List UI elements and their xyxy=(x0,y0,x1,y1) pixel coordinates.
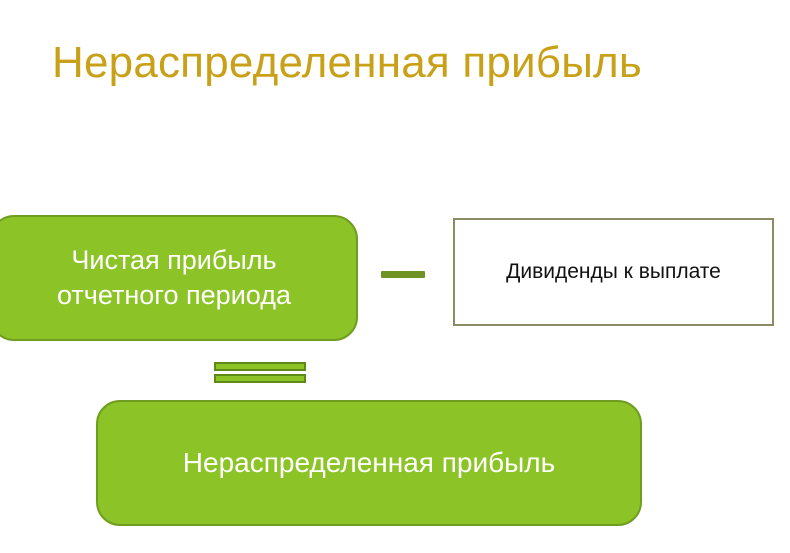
diagram-box-net-profit-label: Чистая прибыль отчетного периода xyxy=(57,244,291,310)
diagram-box-retained-earnings: Нераспределенная прибыль xyxy=(96,400,642,526)
equals-bar-bottom xyxy=(214,374,306,383)
equals-operator-icon xyxy=(214,362,306,384)
diagram-box-net-profit: Чистая прибыль отчетного периода xyxy=(0,215,358,341)
diagram-box-dividends-label: Дивиденды к выплате xyxy=(506,260,721,284)
diagram-box-dividends: Дивиденды к выплате xyxy=(453,218,774,326)
page-title: Нераспределенная прибыль xyxy=(52,38,643,88)
diagram-box-retained-earnings-label: Нераспределенная прибыль xyxy=(182,446,556,478)
equals-bar-top xyxy=(214,362,306,371)
minus-operator-icon xyxy=(381,271,425,278)
